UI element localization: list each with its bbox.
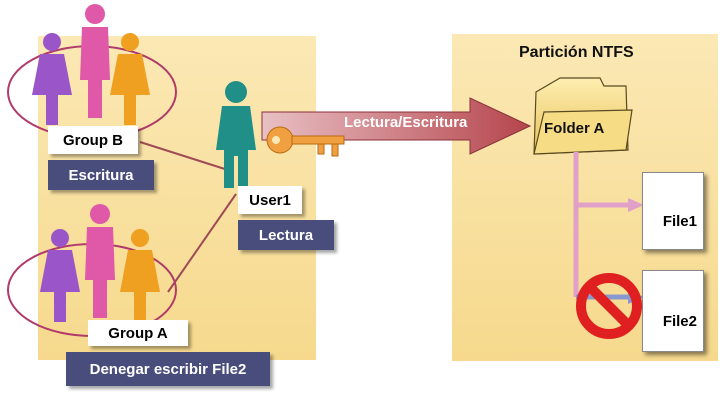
user-permission: Lectura	[238, 220, 334, 250]
group-b-name: Group B	[48, 126, 138, 154]
connector-group-a-user	[167, 193, 237, 293]
group-b-permission: Escritura	[48, 160, 154, 190]
deny-icon	[576, 273, 642, 339]
connector-group-b-user	[139, 141, 229, 171]
people-group-icon	[40, 204, 160, 322]
group-a-name: Group A	[88, 320, 188, 346]
file2-document: File2	[642, 270, 704, 352]
folder-label: Folder A	[544, 120, 605, 137]
file1-label: File1	[662, 213, 697, 230]
user-icon	[216, 81, 256, 188]
people-group-icon	[32, 4, 150, 125]
file2-label: File2	[662, 313, 697, 330]
ntfs-partition-title: Partición NTFS	[519, 44, 634, 61]
key-icon	[266, 126, 345, 157]
group-a-permission: Denegar escribir File2	[66, 352, 270, 386]
file1-document: File1	[642, 172, 704, 250]
user-name: User1	[238, 186, 302, 214]
access-arrow-label: Lectura/Escritura	[344, 114, 468, 131]
folder-icon	[533, 77, 633, 155]
